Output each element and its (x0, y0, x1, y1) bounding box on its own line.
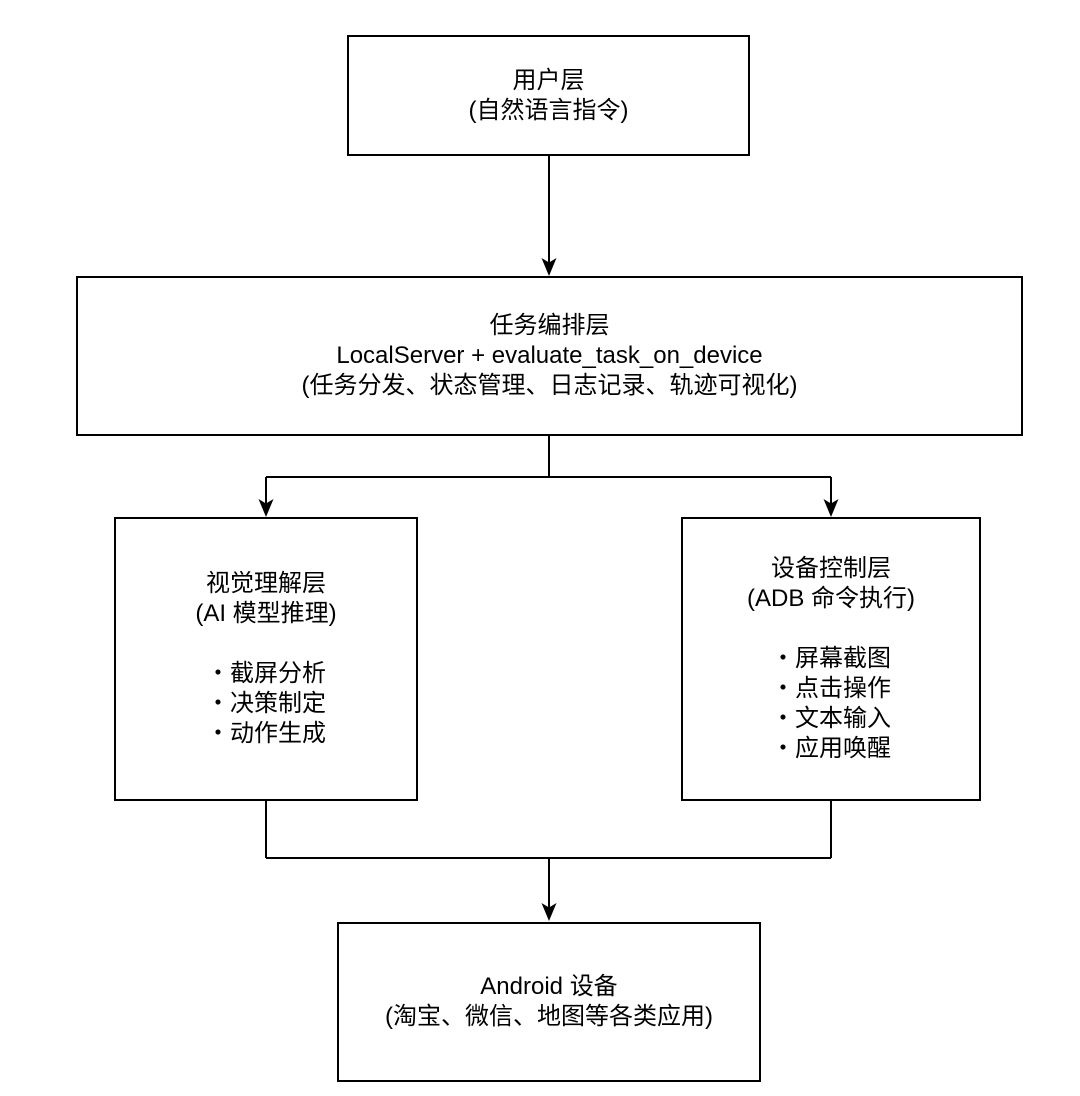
node-vision-layer: 视觉理解层 (AI 模型推理) ・截屏分析 ・决策制定 ・动作生成 (114, 517, 418, 801)
node-device-control-title: 设备控制层 (771, 555, 891, 582)
bullet-item: ・点击操作 (771, 675, 891, 702)
node-android-subtitle: (淘宝、微信、地图等各类应用) (385, 1003, 713, 1030)
node-orchestration-detail: (任务分发、状态管理、日志记录、轨迹可视化) (301, 372, 798, 399)
bullet-item: ・决策制定 (206, 690, 326, 717)
bullet-item: ・截屏分析 (206, 660, 326, 687)
arrow-user-to-orchestration (541, 156, 557, 276)
bullet-item: ・应用唤醒 (771, 735, 891, 762)
bullet-item: ・屏幕截图 (771, 645, 891, 672)
bullet-item: ・文本输入 (771, 705, 891, 732)
node-user-layer-title: 用户层 (512, 66, 585, 94)
node-user-layer: 用户层 (自然语言指令) (347, 35, 750, 156)
node-device-control-subtitle: (ADB 命令执行) (747, 585, 915, 612)
node-android-title: Android 设备 (480, 973, 618, 1000)
node-orchestration-subtitle: LocalServer + evaluate_task_on_device (336, 342, 763, 369)
connector-merge-to-android (265, 801, 832, 921)
node-vision-title: 视觉理解层 (206, 570, 326, 597)
node-device-control-layer: 设备控制层 (ADB 命令执行) ・屏幕截图 ・点击操作 ・文本输入 ・应用唤醒 (681, 517, 981, 801)
node-vision-subtitle: (AI 模型推理) (195, 600, 337, 627)
node-android-device: Android 设备 (淘宝、微信、地图等各类应用) (337, 922, 761, 1082)
bullet-item: ・动作生成 (206, 720, 326, 747)
node-orchestration-layer: 任务编排层 LocalServer + evaluate_task_on_dev… (76, 276, 1023, 436)
node-orchestration-title: 任务编排层 (489, 312, 610, 339)
node-user-layer-subtitle: (自然语言指令) (468, 96, 629, 124)
connector-orchestration-split (258, 436, 839, 517)
